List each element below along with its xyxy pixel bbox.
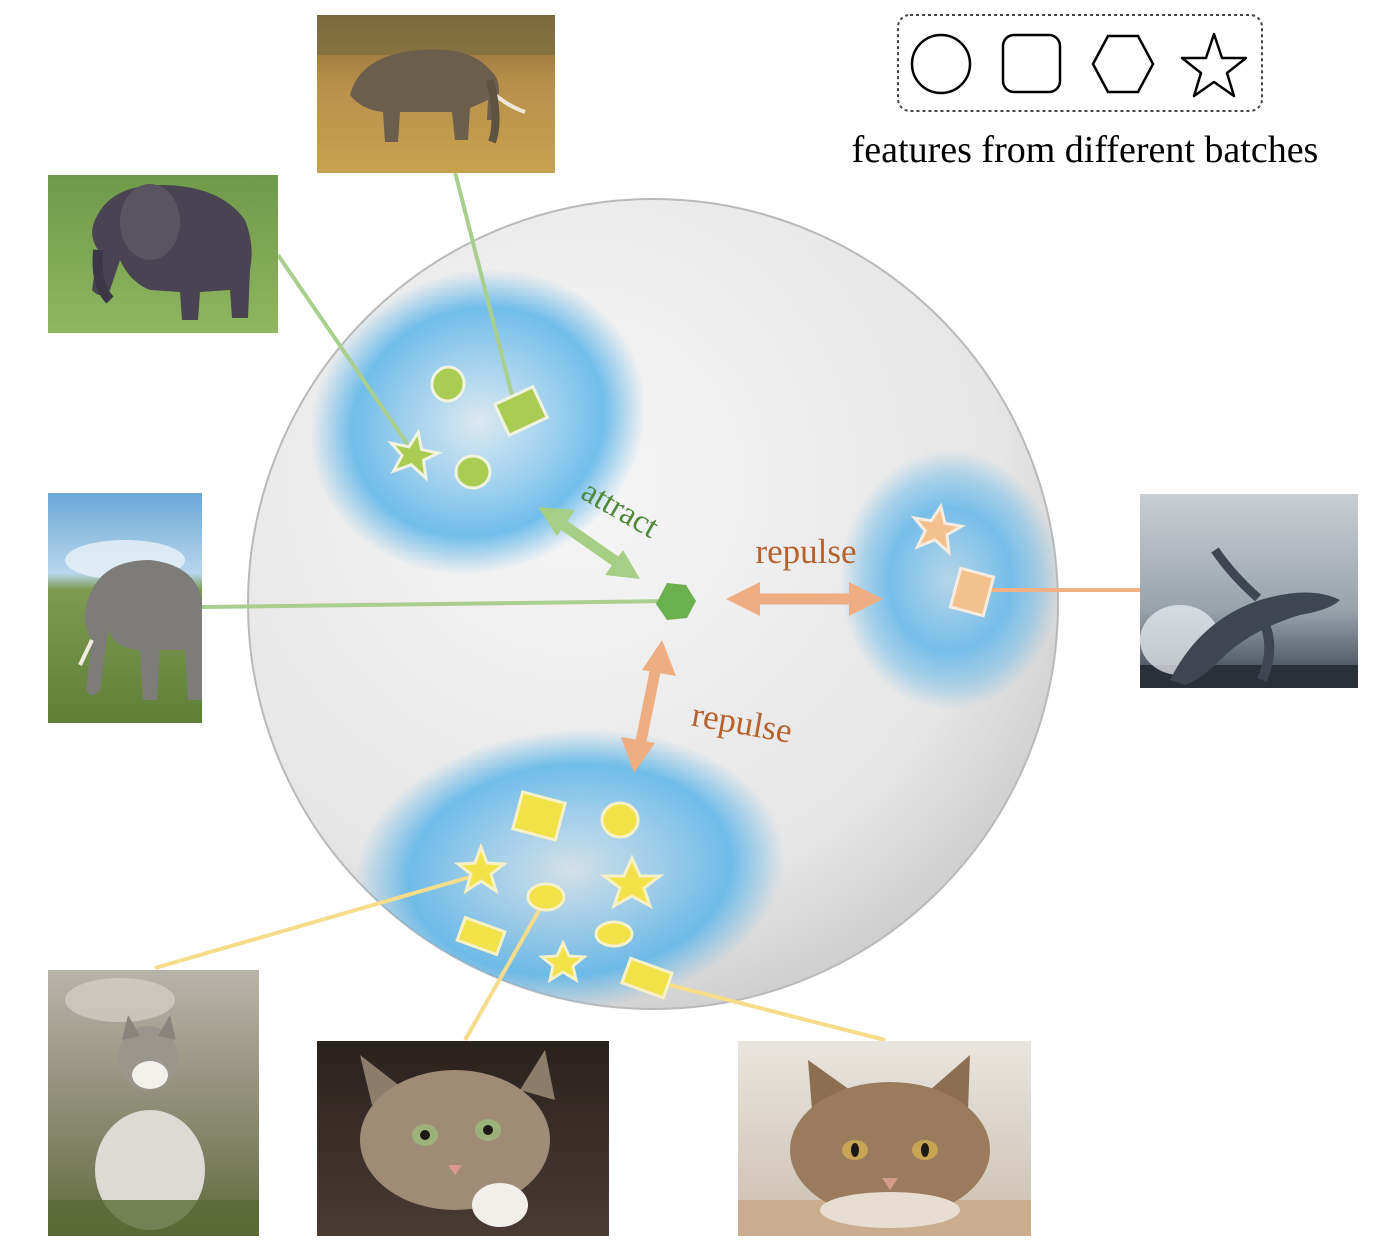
whale-cluster	[840, 450, 1058, 710]
elephant-features	[387, 365, 550, 490]
star-icon	[910, 502, 966, 557]
cat-tabby-connector	[463, 899, 547, 1041]
rounded-square-icon	[619, 956, 675, 1000]
cat-tabby-photo	[317, 1041, 609, 1236]
repulse-right-arrow	[726, 582, 883, 616]
arrowhead-icon	[726, 582, 760, 616]
cat-sitting-photo	[48, 970, 259, 1236]
anchor-hexagon-icon	[656, 583, 696, 620]
cat-sitting-connector	[154, 875, 471, 970]
arrowhead-icon	[605, 550, 640, 579]
connector-lines	[154, 171, 1140, 1042]
circle-icon	[430, 365, 466, 403]
rounded-square-icon	[948, 566, 996, 618]
rounded-square-icon	[510, 790, 568, 842]
elephant-calf-connector	[276, 253, 412, 450]
cat-features	[453, 790, 675, 1000]
arrowhead-icon	[849, 582, 883, 616]
circle-icon	[594, 920, 634, 948]
clusters	[310, 269, 1058, 1009]
repulse-right-label: repulse	[755, 532, 856, 571]
hexagon-icon	[1091, 34, 1155, 94]
elephant-calf-photo	[48, 175, 278, 333]
rounded-square-icon	[1001, 33, 1062, 94]
circle-icon	[526, 882, 566, 912]
circle-icon	[600, 801, 640, 839]
arrowhead-icon	[621, 737, 655, 773]
legend: features from different batches	[852, 14, 1319, 171]
whale-photo	[1140, 494, 1358, 688]
star-icon	[453, 842, 509, 895]
star-icon	[599, 854, 665, 910]
circle-icon	[454, 454, 492, 490]
cat-lying-connector	[649, 978, 886, 1042]
whale-features	[910, 502, 996, 618]
elephant-connector	[453, 171, 514, 396]
elephant-cluster	[310, 269, 646, 575]
legend-caption: features from different batches	[852, 129, 1319, 171]
arrowhead-icon	[538, 507, 575, 536]
elephant-standing-connector	[201, 599, 673, 609]
arrowhead-icon	[642, 640, 676, 676]
attract-arrow	[538, 507, 640, 579]
star-icon	[1180, 32, 1248, 98]
legend-box	[897, 14, 1263, 112]
rounded-square-icon	[492, 384, 550, 438]
rounded-square-icon	[455, 915, 507, 957]
circle-icon	[910, 33, 972, 95]
elephant-photo	[317, 15, 555, 173]
star-icon	[387, 428, 443, 482]
elephant-standing-photo	[48, 493, 202, 723]
repulse-bottom-arrow	[621, 640, 676, 773]
star-icon	[538, 939, 588, 984]
cat-lying-photo	[738, 1041, 1031, 1236]
